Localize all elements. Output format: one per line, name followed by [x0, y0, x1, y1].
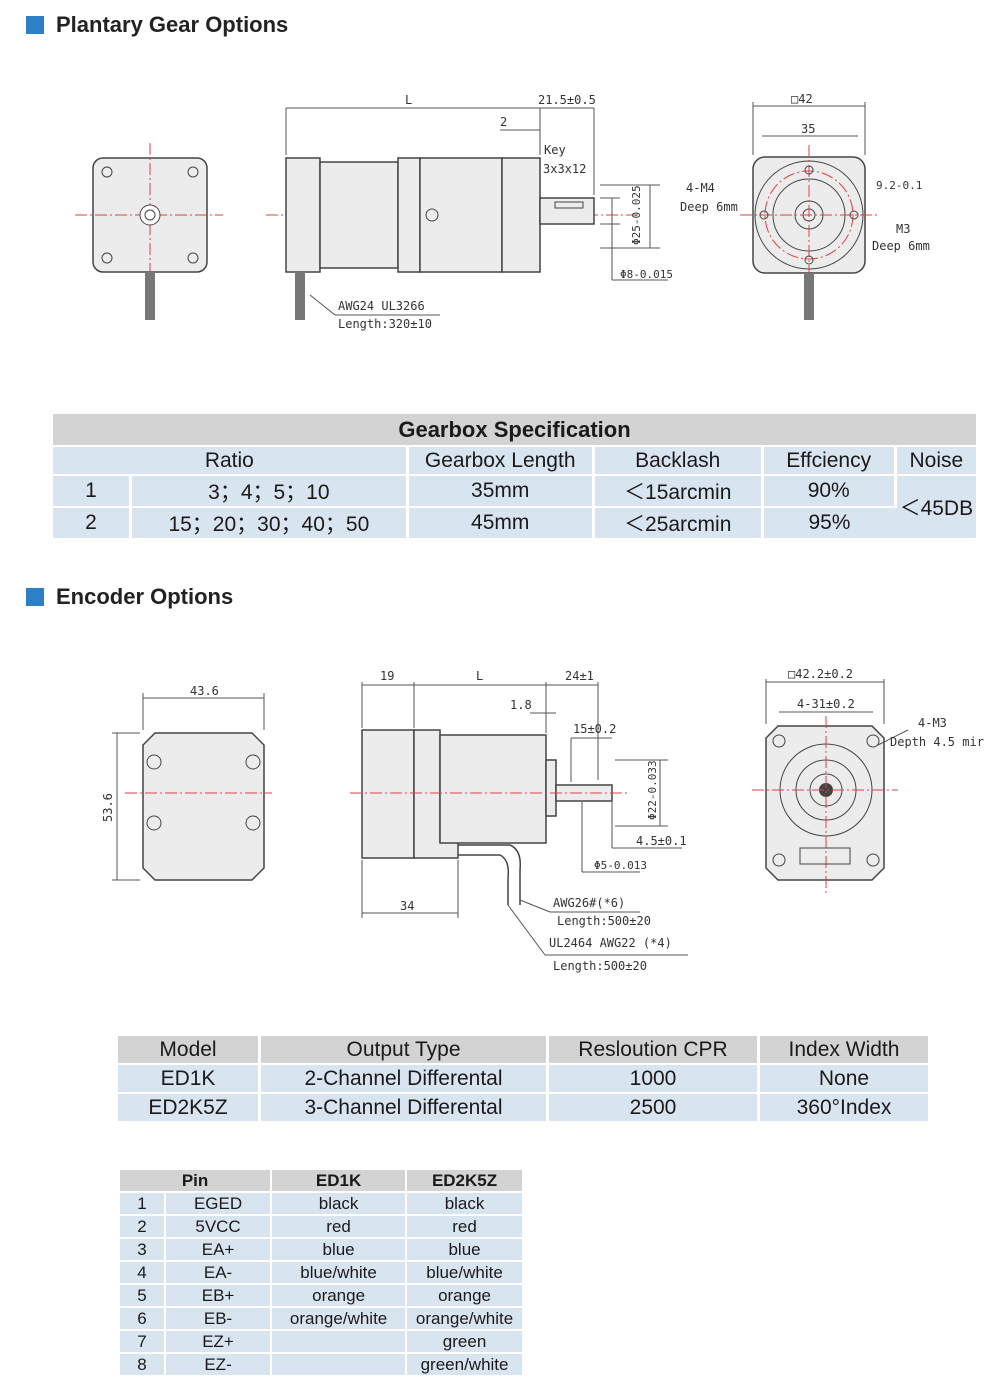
dim-L-label: L — [476, 669, 483, 683]
table-row: ED2K5Z 3-Channel Differental 2500 360°In… — [118, 1093, 928, 1123]
dim-22-label: Φ22-0.033 — [646, 760, 659, 820]
encoder-rear-view: 43.6 53.6 — [101, 684, 272, 881]
table-row: ED1K 2-Channel Differental 1000 None — [118, 1064, 928, 1094]
cable-length-label: Length:320±10 — [338, 317, 432, 331]
header-length: Gearbox Length — [407, 446, 595, 476]
cable-label: AWG24 UL3266 — [338, 299, 425, 313]
gearbox-spec-table: Gearbox Specification Ratio Gearbox Leng… — [53, 414, 976, 540]
header-resolution: Resloution CPR — [547, 1036, 760, 1065]
key-size-label: 3x3x12 — [543, 162, 586, 176]
section-marker-icon — [26, 588, 44, 606]
header-backlash: Backlash — [593, 446, 764, 476]
encoder-section-title: Encoder Options — [26, 584, 233, 610]
header-pin: Pin — [120, 1170, 273, 1193]
noise-value: ＜45DB — [895, 475, 976, 540]
header-index-width: Index Width — [758, 1036, 928, 1065]
depth-label: Depth 4.5 mir — [890, 735, 984, 749]
dim-8-label: Φ8-0.015 — [620, 268, 673, 281]
encoder-end-view: □42.2±0.2 4-31±0.2 4-M3 Depth 4.5 mir — [752, 667, 984, 896]
encoder-side-view: 19 L 24±1 1.8 15±0.2 Φ22-0.033 4.5±0.1 Φ… — [350, 669, 688, 973]
dim-24-label: 24±1 — [565, 669, 594, 683]
d35-label: 35 — [801, 122, 815, 136]
section-marker-icon — [26, 16, 44, 34]
table-row: 2 15；20；30；40；50 45mm ＜25arcmin 95% — [53, 507, 976, 540]
sq42-label: □42 — [791, 92, 813, 106]
header-model: Model — [118, 1036, 261, 1065]
sq422-label: □42.2±0.2 — [788, 667, 853, 681]
header-ratio: Ratio — [53, 446, 409, 476]
encoder-drawing: 43.6 53.6 19 L 24±1 1.8 — [101, 667, 984, 973]
dim-5-label: Φ5-0.013 — [594, 859, 647, 872]
d92-label: 9.2-0.1 — [876, 179, 922, 192]
dim-31-label: 4-31±0.2 — [797, 697, 855, 711]
dim-45-label: 4.5±0.1 — [636, 834, 687, 848]
cable-b-length-label: Length:500±20 — [553, 959, 647, 973]
gearbox-table-caption: Gearbox Specification — [53, 414, 976, 447]
end-view: □42 35 4-M4 Deep 6mm 9.2-0.1 M3 Deep 6mm — [680, 92, 930, 320]
key-label: Key — [544, 143, 566, 157]
header-efficiency: Effciency — [762, 446, 897, 476]
side-view: L 21.5±0.5 2 Key 3x3x12 Φ25-0.025 Φ8-0.0… — [266, 93, 673, 331]
m4-deep-label: Deep 6mm — [680, 200, 738, 214]
dim-L-label: L — [405, 93, 412, 107]
dim-536-label: 53.6 — [101, 793, 115, 822]
m4-label: 4-M4 — [686, 181, 715, 195]
header-ed2k5z: ED2K5Z — [406, 1170, 522, 1193]
dim-18-label: 1.8 — [510, 698, 532, 712]
cable-a-label: AWG26#(*6) — [553, 896, 625, 910]
m3-label: M3 — [896, 222, 910, 236]
m3-label: 4-M3 — [918, 716, 947, 730]
cable-a-length-label: Length:500±20 — [557, 914, 651, 928]
header-output-type: Output Type — [259, 1036, 549, 1065]
encoder-model-table: Model Output Type Resloution CPR Index W… — [118, 1036, 928, 1123]
planetary-section-title: Plantary Gear Options — [26, 12, 288, 38]
cable-b-label: UL2464 AWG22 (*4) — [549, 936, 672, 950]
dim-21-label: 21.5±0.5 — [538, 93, 596, 107]
dim-2-label: 2 — [500, 115, 507, 129]
m3-deep-label: Deep 6mm — [872, 239, 930, 253]
dim-19-label: 19 — [380, 669, 394, 683]
dim-436-label: 43.6 — [190, 684, 219, 698]
dim-15-label: 15±0.2 — [573, 722, 616, 736]
dim-34-label: 34 — [400, 899, 414, 913]
table-row: 1 3；4；5；10 35mm ＜15arcmin 90% ＜45DB — [53, 475, 976, 540]
header-noise: Noise — [895, 446, 976, 476]
dim-25-label: Φ25-0.025 — [630, 185, 643, 245]
front-view — [75, 143, 223, 320]
header-ed1k: ED1K — [271, 1170, 408, 1193]
planetary-gear-drawing: L 21.5±0.5 2 Key 3x3x12 Φ25-0.025 Φ8-0.0… — [75, 92, 930, 331]
